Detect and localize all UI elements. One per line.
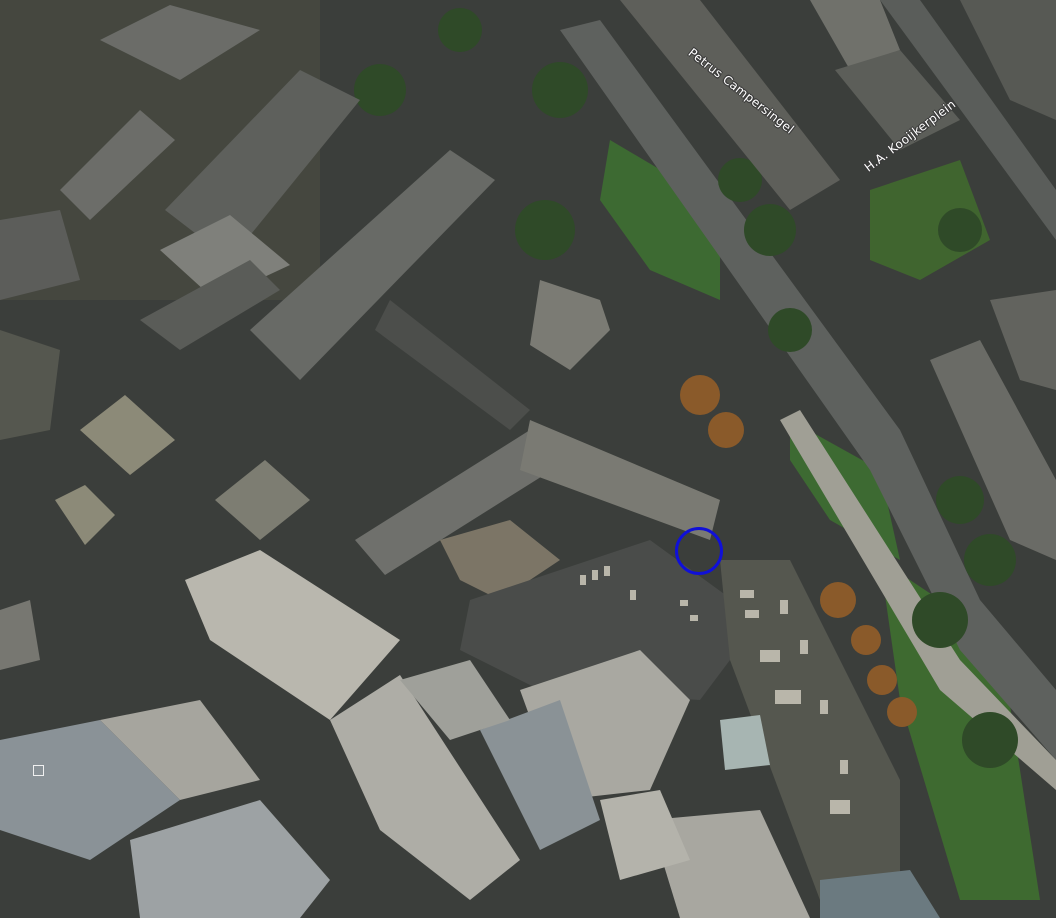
map-square-marker: [33, 765, 44, 776]
autumn-trees: [680, 375, 917, 727]
tree-canopy: [354, 8, 1018, 768]
building-roofs: [0, 5, 495, 670]
footpath: [780, 410, 1056, 790]
building-wing-east: [520, 420, 720, 540]
building-small: [530, 280, 610, 370]
road-diagonal: [560, 20, 1056, 760]
building-annex: [375, 300, 530, 430]
parking-lot-east: [720, 560, 900, 900]
location-marker[interactable]: [675, 527, 723, 575]
parked-cars: [580, 566, 850, 814]
hospital-complex: [0, 550, 940, 918]
building-wing-west: [355, 430, 560, 575]
road-north: [880, 0, 1056, 240]
park-lawn: [600, 140, 720, 300]
residential-blocks: [620, 0, 1056, 560]
parking-lot: [460, 540, 760, 700]
